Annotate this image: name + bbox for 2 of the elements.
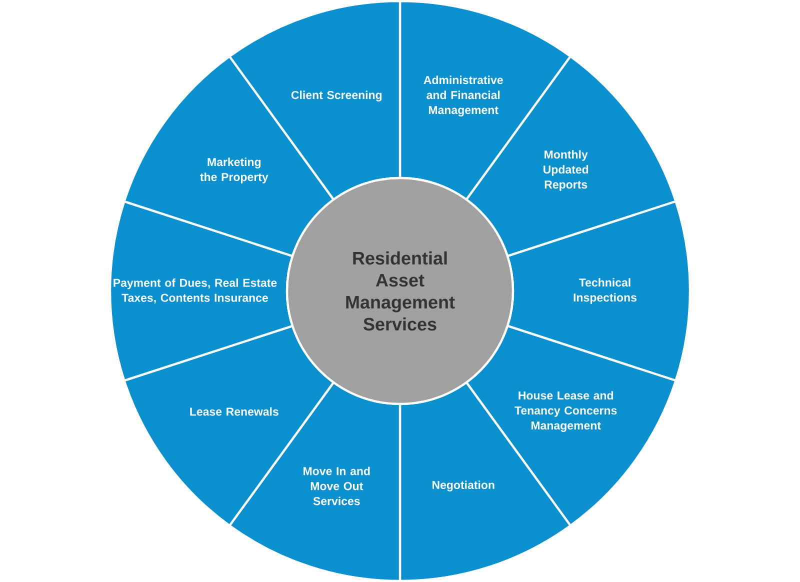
- ring-sector: Payment of Dues, Real Estate Taxes, Contents Insurance: [108, 200, 294, 382]
- ring-sector: Technical Inspections: [506, 200, 692, 382]
